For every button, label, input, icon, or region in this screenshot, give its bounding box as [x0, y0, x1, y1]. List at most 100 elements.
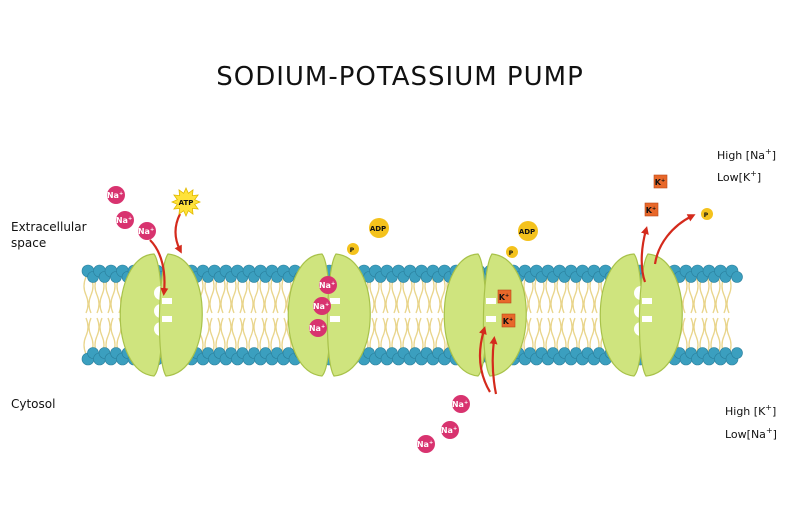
lipid-tail: [545, 276, 551, 314]
lipid-tail: [237, 317, 243, 355]
atp-label: ATP: [179, 199, 194, 207]
potassium-site: [486, 298, 496, 322]
lipid-tail: [556, 276, 562, 314]
potassium-ion-label: K+: [503, 317, 513, 326]
lipid-tail: [528, 276, 534, 314]
sodium-ion: Na+: [116, 211, 134, 229]
lipid-tail: [556, 317, 562, 355]
sodium-ion-label: Na+: [309, 324, 325, 333]
lipid-tail: [209, 317, 215, 355]
sodium-ion-label: Na+: [441, 426, 457, 435]
sodium-ion: Na+: [319, 276, 337, 294]
sodium-ion-disc: [313, 297, 331, 315]
lipid-tail: [418, 276, 424, 314]
lipid-tail: [418, 317, 424, 355]
sodium-ion-charge: +: [464, 400, 468, 406]
lipid-tail: [270, 276, 276, 314]
lipid-tail: [396, 276, 402, 314]
transport-arrow: [653, 214, 696, 265]
lipid-head: [731, 271, 743, 283]
sodium-ion-disc: [116, 211, 134, 229]
potassium-site: [642, 298, 652, 322]
sodium-ion-disc: [452, 395, 470, 413]
potassium-ion: K+: [497, 289, 512, 304]
lipid-tail: [704, 276, 710, 314]
potassium-ion-square: [497, 289, 512, 304]
potassium-site: [162, 298, 172, 322]
lipid-tail: [209, 276, 215, 314]
lipid-tail: [407, 276, 413, 314]
sodium-ion-charge: +: [128, 216, 132, 222]
sodium-ion-disc: [319, 276, 337, 294]
potassium-ion-label: K+: [655, 178, 665, 187]
lipid-tail: [440, 276, 446, 314]
lipid-head: [731, 347, 743, 359]
pump-right-subunit: [158, 253, 203, 377]
lipid-tail: [523, 317, 529, 355]
phosphate-group-label: P: [509, 250, 514, 257]
lipid-tail: [567, 317, 573, 355]
sodium-ion-disc: [107, 186, 125, 204]
adp-molecule-label: ADP: [519, 228, 535, 236]
potassium-ion-charge: +: [661, 178, 665, 184]
sodium-ion-charge: +: [119, 191, 123, 197]
sodium-ion-label: Na+: [138, 227, 154, 236]
lipid-tail: [545, 317, 551, 355]
lipid-tail: [534, 276, 540, 314]
potassium-ion-charge: +: [505, 293, 509, 299]
sodium-ion-charge: +: [453, 426, 457, 432]
sodium-ion-label: Na+: [417, 440, 433, 449]
sodium-ion-label: Na+: [452, 400, 468, 409]
phosphate-group: P: [701, 208, 713, 220]
potassium-ion: K+: [644, 202, 659, 217]
lipid-tail: [578, 276, 584, 314]
high-sodium-outside-label: High [Na+]: [717, 147, 777, 162]
lipid-tail: [385, 276, 391, 314]
low-potassium-outside-label: Low[K+]: [717, 169, 762, 184]
adp-molecule-disc: [518, 221, 538, 241]
transport-arrows: [149, 213, 696, 395]
lipid-tail: [440, 317, 446, 355]
adp-molecule-label: ADP: [370, 225, 386, 233]
lipid-tail: [83, 317, 89, 355]
sodium-ion: Na+: [452, 395, 470, 413]
sodium-ion-disc: [309, 319, 327, 337]
lipid-tail: [693, 276, 699, 314]
adp-molecule: ADP: [369, 218, 389, 238]
lipid-tail: [259, 276, 265, 314]
sodium-ion-charge: +: [321, 324, 325, 330]
lipid-tail: [523, 276, 529, 314]
lipid-tail: [693, 317, 699, 355]
transport-arrow: [489, 336, 498, 395]
sodium-ion-charge: +: [150, 227, 154, 233]
lipid-tail: [220, 317, 226, 355]
phosphate-group-label: P: [704, 212, 709, 219]
lipid-tail: [215, 276, 221, 314]
sodium-ion: Na+: [107, 186, 125, 204]
high-potassium-inside-label: High [K+]: [725, 403, 777, 418]
extracellular-label: Extracellular space: [11, 220, 87, 250]
lipid-tail: [534, 317, 540, 355]
potassium-ion-label: K+: [646, 206, 656, 215]
lipid-tail: [264, 276, 270, 314]
atp-starburst: [170, 186, 202, 218]
lipid-tail: [682, 317, 688, 355]
lipid-tail: [710, 276, 716, 314]
sodium-ion-charge: +: [325, 302, 329, 308]
transport-arrow: [149, 239, 169, 296]
lipid-tail: [270, 317, 276, 355]
atp-molecule: ATP: [170, 186, 202, 218]
transport-arrow: [174, 213, 182, 254]
potassium-ion: K+: [653, 174, 668, 189]
lipid-tail: [83, 276, 89, 314]
sodium-ion: Na+: [417, 435, 435, 453]
lipid-tail: [248, 276, 254, 314]
potassium-site: [330, 298, 340, 322]
transport-arrow: [640, 226, 649, 283]
phosphate-group: P: [347, 243, 359, 255]
cytosol-label: Cytosol: [11, 397, 56, 411]
phosphate-group-disc: [506, 246, 518, 258]
lipid-tail: [248, 317, 254, 355]
